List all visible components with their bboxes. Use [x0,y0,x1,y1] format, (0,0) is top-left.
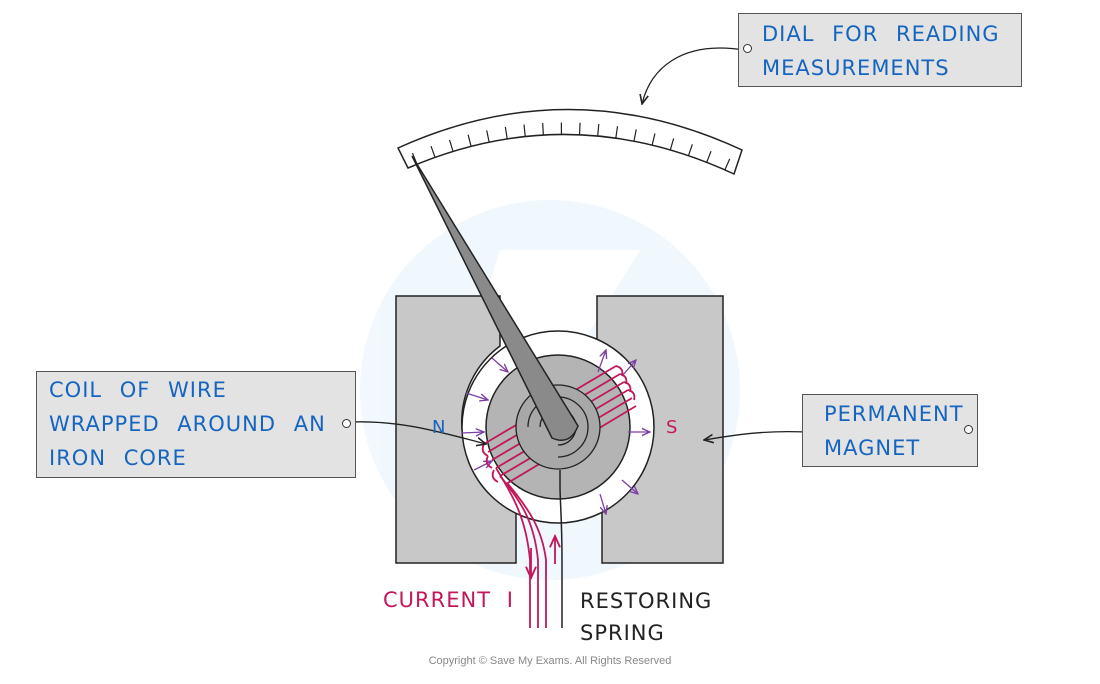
dial-label-tag: DIAL FOR READING MEASUREMENTS [738,13,1022,87]
coil-label-line-3: IRON CORE [49,441,355,475]
magnet-label-line-1: PERMANENT [824,397,977,431]
dial-scale [398,109,742,174]
current-label: CURRENT I [383,585,514,615]
north-pole-label: N [432,413,446,443]
tag-hole [964,425,973,434]
coil-label-tag: COIL OF WIRE WRAPPED AROUND AN IRON CORE [36,371,356,478]
tag-hole [743,44,752,53]
south-pole-label: S [666,413,678,443]
dial-leader-arrow [642,48,744,104]
restoring-spring-label: RESTORING SPRING [580,585,712,649]
copyright-notice: Copyright © Save My Exams. All Rights Re… [0,655,1100,667]
dial-label-line-2: MEASUREMENTS [762,51,1021,85]
magnet-label-tag: PERMANENT MAGNET [802,394,978,467]
dial-tick [543,123,544,135]
tag-hole [342,419,351,428]
magnet-label-line-2: MAGNET [824,431,977,465]
spring-label-line-1: RESTORING [580,585,712,617]
spring-label-line-2: SPRING [580,617,712,649]
dial-tick [580,123,581,135]
coil-label-line-1: COIL OF WIRE [49,373,355,407]
dial-label-line-1: DIAL FOR READING [762,17,1021,51]
coil-label-line-2: WRAPPED AROUND AN [49,407,355,441]
